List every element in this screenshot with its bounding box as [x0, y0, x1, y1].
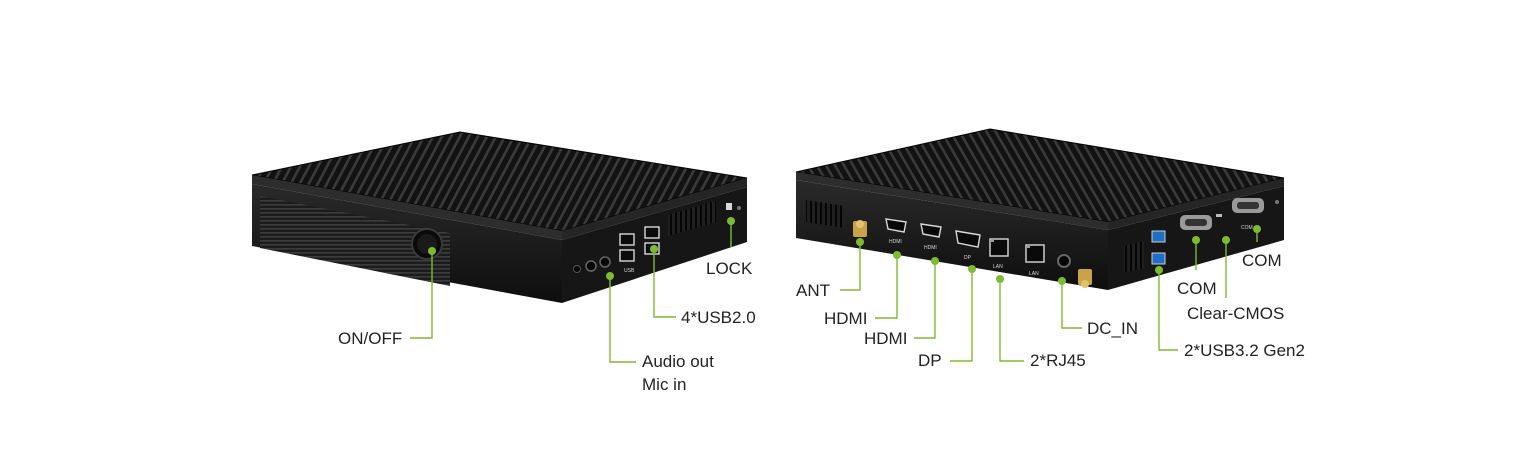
dot-usb32	[1155, 266, 1163, 274]
dot-usb2	[650, 245, 658, 253]
leader-hdmi1	[875, 255, 898, 319]
svg-text:HDMI: HDMI	[924, 245, 937, 251]
front-device-heatsink	[252, 132, 747, 231]
dot-lock	[727, 217, 735, 225]
dot-audio	[606, 272, 614, 280]
dot-dp	[968, 265, 976, 273]
usb-port-mark: USB	[624, 268, 635, 274]
dot-clear-cmos	[1222, 236, 1230, 244]
leader-rj45	[999, 279, 1024, 362]
front-grill	[260, 196, 450, 286]
lan-port-1: LAN	[989, 238, 1009, 270]
leader-ant	[840, 242, 861, 291]
svg-text:DP: DP	[964, 255, 972, 261]
svg-text:LAN: LAN	[993, 264, 1003, 270]
label-rj45: 2*RJ45	[1030, 351, 1086, 370]
label-lock: LOCK	[706, 259, 753, 278]
com-port-1	[1180, 215, 1212, 230]
label-dp: DP	[918, 351, 942, 370]
rear-vent	[806, 200, 844, 228]
usb32-ports	[1151, 230, 1166, 265]
rear-device: HDMI HDMI DP LAN LAN	[795, 128, 1285, 290]
svg-text:COM: COM	[1241, 225, 1253, 231]
dot-ant	[856, 238, 864, 246]
dot-com2	[1253, 225, 1261, 233]
dot-dc-in	[1058, 277, 1066, 285]
callout-lines	[410, 221, 1258, 363]
label-hdmi-1: HDMI	[824, 309, 868, 328]
label-audio-out: Audio out	[642, 352, 714, 371]
leader-on-off	[410, 251, 433, 339]
label-usb32: 2*USB3.2 Gen2	[1184, 341, 1305, 360]
svg-text:LAN: LAN	[1029, 271, 1039, 277]
small-jack	[573, 265, 581, 273]
rear-device-heatsink	[796, 129, 1284, 222]
label-dc-in: DC_IN	[1087, 319, 1139, 338]
label-usb2: 4*USB2.0	[681, 308, 756, 327]
leader-usb32	[1158, 270, 1178, 351]
dot-com1	[1192, 236, 1200, 244]
label-audio-mic: Audio out Mic in	[642, 350, 714, 396]
dot-rj45	[996, 275, 1004, 283]
hdmi-port-1: HDMI	[885, 218, 907, 245]
label-on-off: ON/OFF	[338, 329, 403, 348]
dc-jack	[1057, 254, 1071, 268]
com-port-2: COM	[1232, 198, 1264, 231]
dot-hdmi1	[893, 251, 901, 259]
dp-port: DP	[955, 230, 981, 261]
dot-on-off	[428, 247, 436, 255]
antenna-connector-2	[1078, 269, 1092, 288]
mic-jack	[599, 256, 611, 268]
audio-jack	[585, 260, 597, 272]
front-device: USB	[251, 131, 748, 303]
antenna-connector	[853, 220, 867, 237]
dot-hdmi2	[931, 257, 939, 265]
callout-dots	[428, 217, 1261, 285]
label-clear-cmos: Clear-CMOS	[1187, 304, 1285, 323]
hdmi-port-2: HDMI	[920, 223, 942, 251]
label-hdmi-2: HDMI	[864, 329, 908, 348]
leader-usb2	[653, 249, 676, 318]
clear-cmos-button	[1216, 214, 1222, 217]
leader-dp	[950, 269, 973, 362]
label-com-1: COM	[1177, 279, 1217, 298]
rear-side-vent	[1124, 241, 1144, 273]
label-ant: ANT	[796, 281, 830, 300]
front-side-vent	[668, 201, 716, 236]
label-com-2: COM	[1242, 251, 1282, 270]
label-mic-in: Mic in	[642, 375, 687, 394]
leader-hdmi2	[914, 261, 936, 339]
lock-slot	[726, 203, 732, 210]
lan-port-2: LAN	[1025, 244, 1045, 277]
leader-audio	[609, 276, 636, 363]
svg-text:HDMI: HDMI	[889, 239, 902, 245]
leader-dc-in	[1061, 281, 1082, 329]
